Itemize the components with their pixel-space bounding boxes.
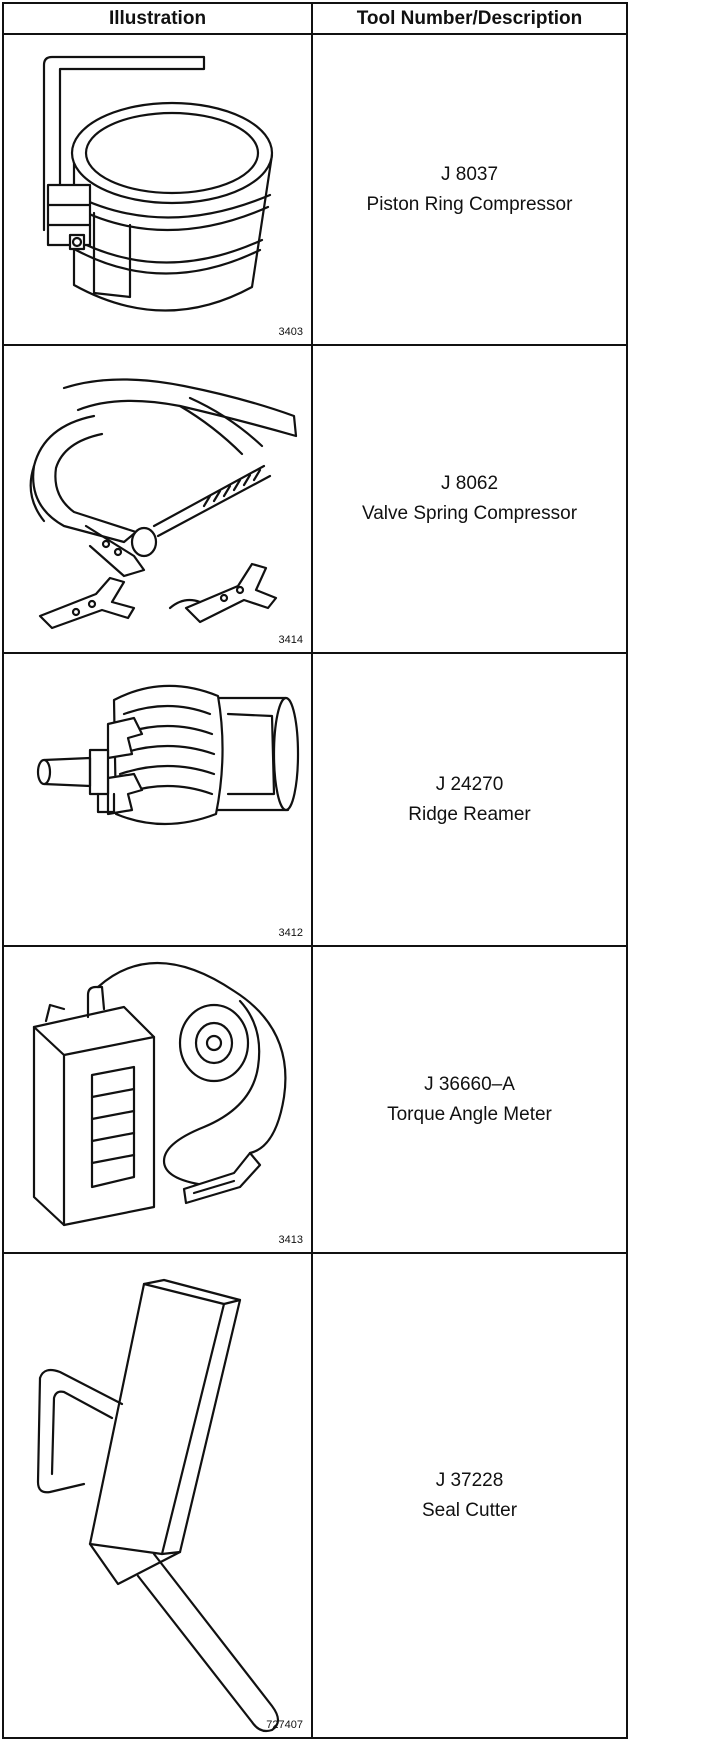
seal-cutter-icon [36, 1278, 280, 1733]
illustration-cell: 3413 [4, 947, 311, 1252]
figure-number: 727407 [266, 1719, 303, 1731]
row-divider [4, 945, 626, 947]
tool-description: Torque Angle Meter [387, 1103, 552, 1125]
table-row: 3403 J 8037 Piston Ring Compressor [4, 35, 626, 344]
table-row: 727407 J 37228 Seal Cutter [4, 1254, 626, 1737]
illustration-column-header: Illustration [108, 8, 207, 29]
tool-description: Piston Ring Compressor [366, 193, 573, 215]
figure-number: 3414 [278, 634, 303, 646]
row-divider [4, 652, 626, 654]
description-cell: J 36660–A Torque Angle Meter [313, 947, 626, 1252]
description-cell: J 24270 Ridge Reamer [313, 654, 626, 945]
table-row: 3412 J 24270 Ridge Reamer [4, 654, 626, 945]
description-cell: J 8062 Valve Spring Compressor [313, 346, 626, 652]
tool-description: Seal Cutter [421, 1499, 518, 1521]
tool-number: J 36660–A [424, 1073, 515, 1095]
description-cell: J 8037 Piston Ring Compressor [313, 35, 626, 344]
illustration-cell: 727407 [4, 1254, 311, 1737]
illustration-cell: 3412 [4, 654, 311, 945]
figure-number: 3412 [278, 927, 303, 939]
row-divider [4, 344, 626, 346]
tool-description: Valve Spring Compressor [361, 503, 578, 524]
tool-number: J 8037 [440, 163, 499, 185]
description-column-header: Tool Number/Description [356, 8, 583, 29]
table-header: Illustration Tool Number/Description [4, 4, 626, 35]
ridge-reamer-icon [36, 684, 300, 826]
description-cell: J 37228 Seal Cutter [313, 1254, 626, 1737]
illustration-cell: 3403 [4, 35, 311, 344]
torque-angle-meter-icon [32, 961, 287, 1227]
piston-ring-compressor-icon [42, 55, 274, 312]
tool-description: Ridge Reamer [408, 803, 531, 825]
valve-spring-compressor-icon [29, 378, 298, 630]
column-divider [311, 4, 313, 1737]
tool-number: J 24270 [435, 773, 504, 795]
illustration-cell: 3414 [4, 346, 311, 652]
tool-number: J 8062 [440, 473, 499, 494]
special-tools-table: Illustration Tool Number/Description [2, 2, 628, 1739]
figure-number: 3403 [278, 326, 303, 338]
row-divider [4, 1252, 626, 1254]
figure-number: 3413 [278, 1234, 303, 1246]
table-row: 3414 J 8062 Valve Spring Compressor [4, 346, 626, 652]
table-row: 3413 J 36660–A Torque Angle Meter [4, 947, 626, 1252]
tool-number: J 37228 [435, 1469, 504, 1491]
